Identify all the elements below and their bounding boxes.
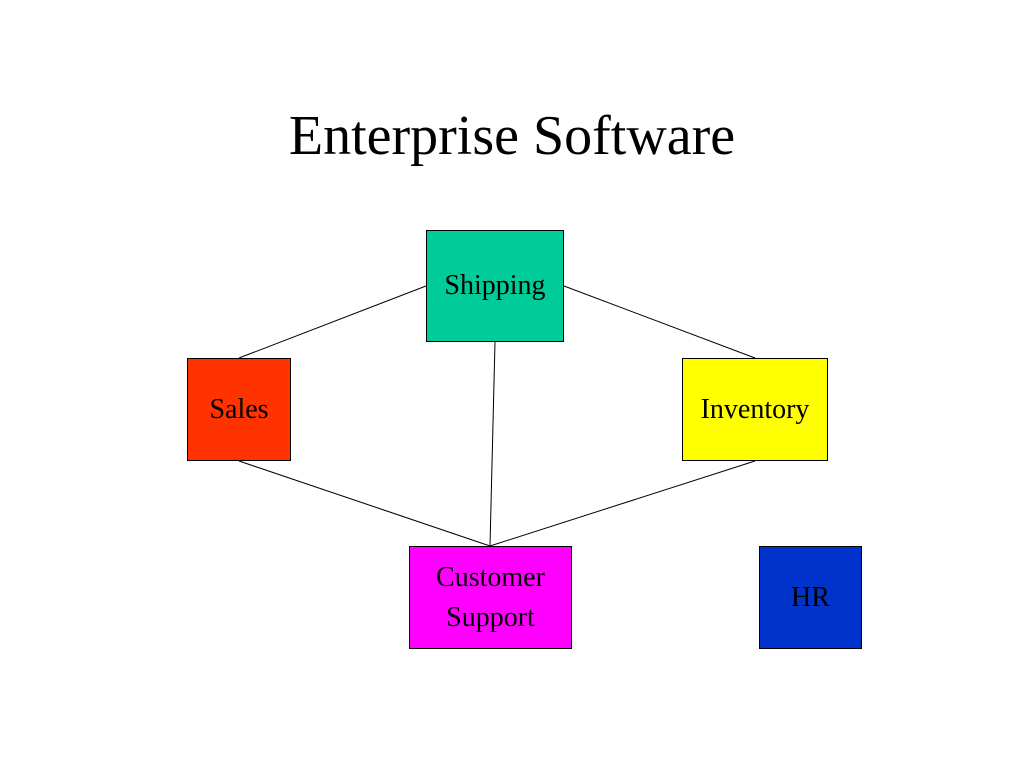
node-hr: HR (759, 546, 862, 649)
node-shipping: Shipping (426, 230, 564, 342)
edge-shipping-inventory (563, 285, 756, 359)
slide-title: Enterprise Software (288, 105, 736, 167)
edge-sales-support (238, 460, 491, 547)
node-hr-label: HR (791, 581, 830, 613)
node-sales: Sales (187, 358, 291, 461)
node-inventory: Inventory (682, 358, 828, 461)
node-shipping-label: Shipping (444, 270, 546, 301)
node-sales-label: Sales (209, 393, 269, 425)
edge-shipping-support (489, 341, 496, 547)
node-inventory-label: Inventory (700, 393, 810, 425)
node-customer-support: Customer Support (409, 546, 572, 649)
edge-shipping-sales (238, 285, 427, 359)
edge-inventory-support (489, 460, 756, 547)
node-customer-support-label: Customer Support (436, 561, 545, 633)
